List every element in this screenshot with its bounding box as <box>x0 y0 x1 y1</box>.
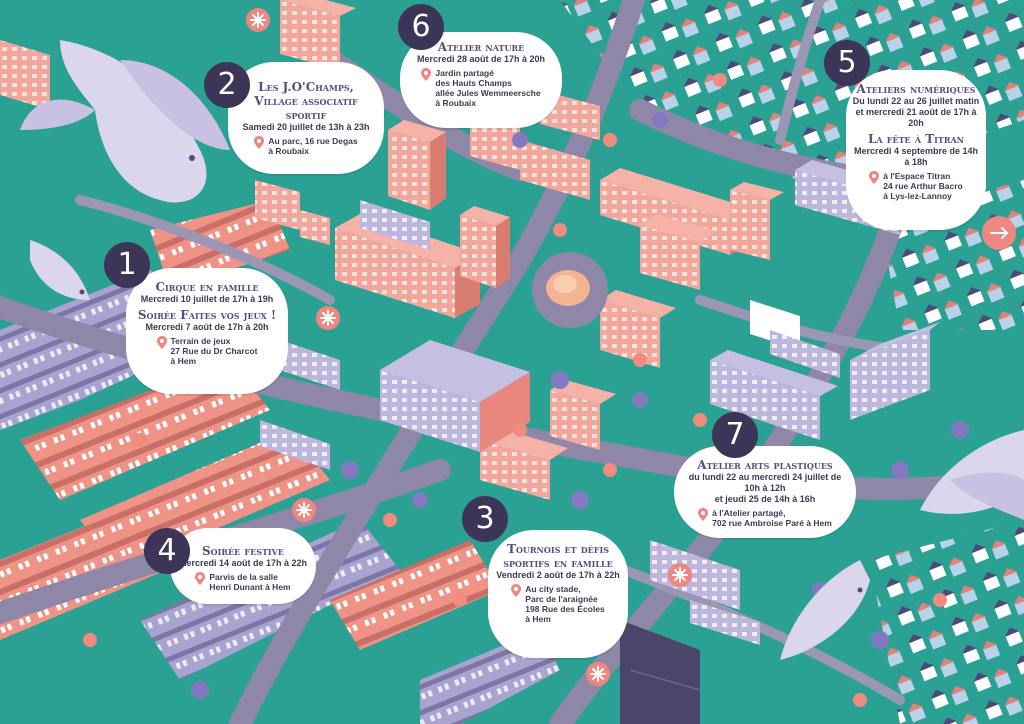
event-date-b: et mercredi 21 août de 17h à 20h <box>855 107 977 128</box>
map-pin-icon <box>156 336 167 349</box>
event-date: Mercredi 14 août de 17h à 22h <box>178 558 308 568</box>
event-date: Samedi 20 juillet de 13h à 23h <box>242 122 370 132</box>
asterisk-icon <box>292 498 316 522</box>
event-date-b: et jeudi 25 de 14h à 16h <box>714 494 816 504</box>
event-number-badge: 5 <box>824 40 870 86</box>
event-card-2[interactable]: Les J.O'Champs, Village associatif sport… <box>228 62 384 174</box>
event-subtitle: Soirée Faites vos jeux ! <box>137 308 277 322</box>
event-address: Parvis de la salle Henri Dunant à Hem <box>178 572 308 592</box>
event-number-badge: 6 <box>398 4 444 50</box>
event-title: Cirque en famille <box>155 280 259 294</box>
asterisk-icon <box>586 662 610 686</box>
map-pin-icon <box>195 572 206 585</box>
event-card-7[interactable]: Atelier arts plastiques du lundi 22 au m… <box>674 446 856 538</box>
event-number-badge: 3 <box>462 496 508 542</box>
event-title: Atelier arts plastiques <box>697 458 833 472</box>
event-title: Soirée festive <box>202 544 284 558</box>
event-date: Mercredi 28 août de 17h à 20h <box>416 54 546 64</box>
map-pin-icon <box>698 508 709 521</box>
event-number-badge: 1 <box>104 242 150 288</box>
event-subtitle: sportifs en famille <box>503 556 613 570</box>
asterisk-icon <box>316 306 340 330</box>
event-address: Au parc, 16 rue Degas à Roubaix <box>236 136 376 156</box>
event-address: Au city stade, Parc de l'araignée 198 Ru… <box>494 584 622 624</box>
event-date: Vendredi 2 août de 17h à 22h <box>496 570 620 580</box>
event-card-3[interactable]: Tournois et défis sportifs en famille Ve… <box>488 530 628 658</box>
event-address: à l'Espace Titran 24 rue Arthur Bacro à … <box>852 171 980 201</box>
event-number-badge: 4 <box>144 528 190 574</box>
map-pin-icon <box>511 584 522 597</box>
event-date: Mercredi 10 juillet de 17h à 19h <box>140 294 274 304</box>
event-title: Ateliers numériques <box>856 82 976 96</box>
event-address: à l'Atelier partagé, 702 rue Ambroise Pa… <box>682 508 848 528</box>
arrow-right-icon <box>990 227 1009 239</box>
event-title: Atelier nature <box>437 40 525 54</box>
event-title: Tournois et défis <box>507 542 609 556</box>
asterisk-icon <box>246 8 270 32</box>
next-page-button[interactable] <box>982 216 1016 250</box>
event-date: du lundi 22 au mercredi 24 juillet de 10… <box>688 472 842 493</box>
event-number-badge: 2 <box>204 62 250 108</box>
event-date: Du lundi 22 au 26 juillet matin <box>852 96 980 106</box>
event-address: Jardin partagé des Hauts Champs allée Ju… <box>410 68 552 108</box>
map-pin-icon <box>421 68 432 81</box>
event-card-1[interactable]: Cirque en famille Mercredi 10 juillet de… <box>126 268 288 394</box>
event-date-2: Mercredi 4 septembre de 14h à 18h <box>853 146 979 167</box>
asterisk-icon <box>668 563 692 587</box>
event-date-2: Mercredi 7 août de 17h à 20h <box>145 322 269 332</box>
map-pin-icon <box>254 136 265 149</box>
event-subtitle: La fête à Titran <box>867 132 964 146</box>
event-number-badge: 7 <box>712 412 758 458</box>
event-card-5[interactable]: Ateliers numériques Du lundi 22 au 26 ju… <box>846 70 986 230</box>
map-pin-icon <box>869 171 880 184</box>
event-subtitle: Village associatif sportif <box>254 94 358 122</box>
event-address: Terrain de jeux 27 Rue du Dr Charcot à H… <box>134 336 280 366</box>
event-card-4[interactable]: Soirée festive Mercredi 14 août de 17h à… <box>170 528 316 604</box>
event-title: Les J.O'Champs, <box>258 80 354 94</box>
